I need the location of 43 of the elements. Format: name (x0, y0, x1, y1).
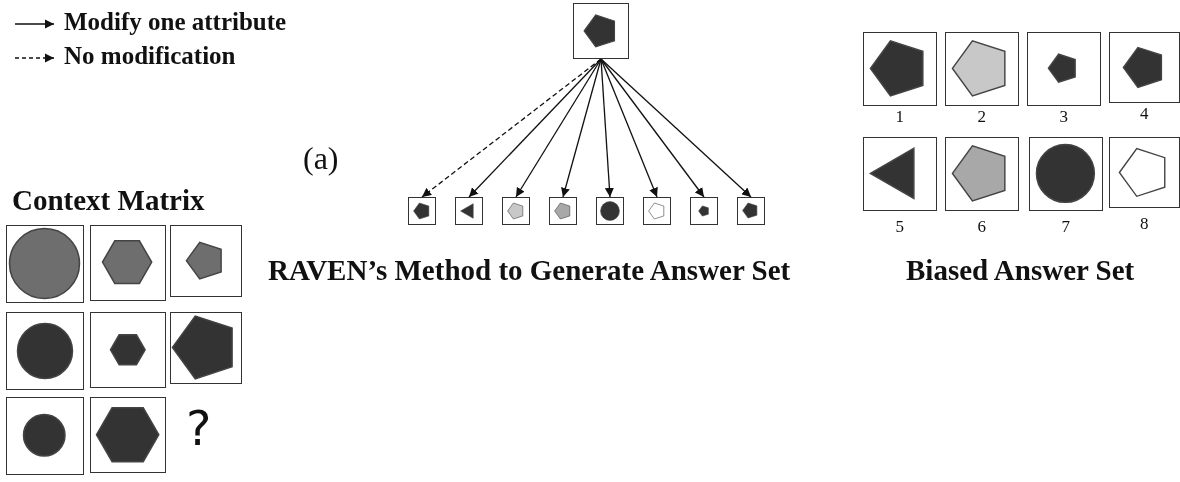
answer-number: 2 (977, 107, 986, 127)
shape-tile (690, 197, 718, 225)
legend-text: No modification (64, 42, 236, 70)
shape-tile (643, 197, 671, 225)
shape-tile (1109, 137, 1180, 208)
answer-number: 4 (1140, 104, 1149, 124)
legend-text: Modify one attribute (64, 8, 287, 36)
shape-tile (1027, 32, 1101, 106)
shape-tile (945, 137, 1019, 211)
answer-number: 5 (895, 217, 904, 237)
shape-tile (455, 197, 483, 225)
arrow (600, 58, 705, 198)
answer-number: 6 (977, 217, 986, 237)
shape-tile (170, 225, 242, 297)
shape-tile (863, 32, 937, 106)
arrow (600, 58, 752, 198)
shape-tile (573, 3, 629, 59)
shape-tile (90, 312, 166, 388)
answer-number: 7 (1061, 217, 1070, 237)
arrow (515, 58, 602, 198)
arrow (600, 58, 614, 198)
shape-tile (737, 197, 765, 225)
shape-tile (549, 197, 577, 225)
section-title: Context Matrix (12, 184, 205, 217)
question-mark: ? (186, 400, 212, 456)
shape-tile (863, 137, 937, 211)
arrow (600, 58, 658, 198)
section-title: Biased Answer Set (906, 254, 1135, 287)
shape-tile (90, 225, 166, 301)
shape-tile (945, 32, 1019, 106)
answer-number: 1 (895, 107, 904, 127)
answer-number: 8 (1140, 214, 1149, 234)
shape-tile (408, 197, 436, 225)
shape-tile (1029, 137, 1103, 211)
shape-tile (6, 397, 84, 475)
shape-tile (502, 197, 530, 225)
panel-label: (a) (303, 140, 339, 177)
arrow (421, 58, 602, 198)
answer-number: 3 (1059, 107, 1068, 127)
shape-tile (6, 312, 84, 390)
section-title: RAVEN’s Method to Generate Answer Set (268, 254, 791, 287)
shape-tile (1109, 32, 1180, 103)
arrow (468, 58, 602, 198)
